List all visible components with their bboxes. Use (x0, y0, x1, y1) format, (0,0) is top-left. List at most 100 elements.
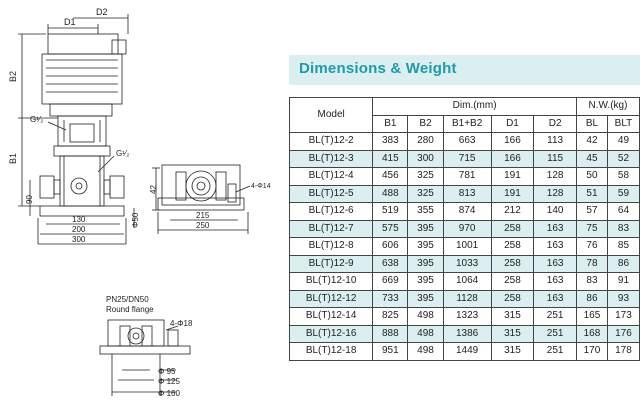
value-cell: 78 (576, 254, 608, 273)
value-cell: 91 (606, 272, 640, 291)
label-90: 90 (25, 195, 34, 204)
value-cell: 83 (606, 219, 640, 238)
value-cell: 113 (533, 132, 577, 151)
label-flange-type: Round flange (106, 305, 154, 314)
value-cell: 52 (606, 149, 640, 168)
model-cell: BL(T)12-4 (288, 167, 374, 186)
value-cell: 638 (372, 254, 409, 273)
value-cell: 166 (490, 132, 535, 151)
value-cell: 170 (576, 342, 608, 361)
label-200: 200 (72, 225, 86, 234)
value-cell: 395 (407, 237, 444, 256)
value-cell: 115 (533, 149, 577, 168)
value-cell: 191 (490, 184, 535, 203)
value-cell: 251 (533, 324, 577, 343)
value-cell: 258 (490, 237, 535, 256)
value-cell: 45 (576, 149, 608, 168)
section-title: Dimensions & Weight (299, 60, 457, 77)
value-cell: 315 (490, 307, 535, 326)
value-cell: 456 (372, 167, 409, 186)
header-dimensions: Dim.(mm) (372, 97, 577, 116)
label-phi95: Φ 95 (158, 367, 176, 376)
model-cell: BL(T)12-9 (288, 254, 374, 273)
dimensions-weight-table: Model Dim.(mm) N.W.(kg) B1 B2 B1+B2 D1 D… (288, 97, 640, 361)
header-b2: B2 (407, 114, 444, 133)
label-b1: B1 (8, 153, 18, 164)
value-cell: 191 (490, 167, 535, 186)
value-cell: 128 (533, 167, 577, 186)
value-cell: 64 (606, 202, 640, 221)
value-cell: 258 (490, 254, 535, 273)
value-cell: 669 (372, 272, 409, 291)
value-cell: 49 (606, 132, 640, 151)
value-cell: 415 (372, 149, 409, 168)
pump-technical-drawing: D1 D2 B2 B1 G¹⁄₂ G¹⁄₂ 90 130 200 300 Φ50… (8, 7, 271, 398)
value-cell: 519 (372, 202, 409, 221)
value-cell: 58 (606, 167, 640, 186)
value-cell: 140 (533, 202, 577, 221)
value-cell: 395 (407, 219, 444, 238)
value-cell: 163 (533, 289, 577, 308)
header-bl: BL (576, 114, 608, 133)
label-130: 130 (72, 215, 86, 224)
model-cell: BL(T)12-14 (288, 307, 374, 326)
model-cell: BL(T)12-18 (288, 342, 374, 361)
value-cell: 1064 (442, 272, 492, 291)
value-cell: 715 (442, 149, 492, 168)
value-cell: 1033 (442, 254, 492, 273)
value-cell: 251 (533, 307, 577, 326)
value-cell: 1323 (442, 307, 492, 326)
model-cell: BL(T)12-5 (288, 184, 374, 203)
value-cell: 325 (407, 184, 444, 203)
label-g-top: G¹⁄₂ (30, 115, 43, 124)
section-title-bar: Dimensions & Weight (289, 55, 640, 85)
value-cell: 76 (576, 237, 608, 256)
value-cell: 733 (372, 289, 409, 308)
value-cell: 163 (533, 219, 577, 238)
model-cell: BL(T)12-16 (288, 324, 374, 343)
value-cell: 212 (490, 202, 535, 221)
header-model: Model (288, 97, 374, 133)
value-cell: 251 (533, 342, 577, 361)
value-cell: 383 (372, 132, 409, 151)
value-cell: 498 (407, 324, 444, 343)
value-cell: 951 (372, 342, 409, 361)
label-b2: B2 (8, 71, 18, 82)
value-cell: 83 (576, 272, 608, 291)
header-d2: D2 (533, 114, 577, 133)
value-cell: 75 (576, 219, 608, 238)
value-cell: 165 (576, 307, 608, 326)
label-4-phi18: 4-Φ18 (170, 319, 193, 328)
value-cell: 163 (533, 254, 577, 273)
value-cell: 300 (407, 149, 444, 168)
label-phi125: Φ 125 (158, 377, 181, 386)
label-250: 250 (196, 221, 210, 230)
value-cell: 970 (442, 219, 492, 238)
value-cell: 606 (372, 237, 409, 256)
value-cell: 93 (606, 289, 640, 308)
label-215: 215 (196, 211, 210, 220)
value-cell: 781 (442, 167, 492, 186)
label-42: 42 (149, 185, 158, 194)
header-d1: D1 (490, 114, 535, 133)
value-cell: 1386 (442, 324, 492, 343)
value-cell: 498 (407, 342, 444, 361)
header-net-weight: N.W.(kg) (576, 97, 640, 116)
value-cell: 498 (407, 307, 444, 326)
value-cell: 825 (372, 307, 409, 326)
value-cell: 1001 (442, 237, 492, 256)
label-phi160: Φ 160 (158, 389, 181, 398)
value-cell: 168 (576, 324, 608, 343)
value-cell: 395 (407, 254, 444, 273)
label-4-phi14: 4-Φ14 (251, 183, 271, 190)
model-cell: BL(T)12-7 (288, 219, 374, 238)
